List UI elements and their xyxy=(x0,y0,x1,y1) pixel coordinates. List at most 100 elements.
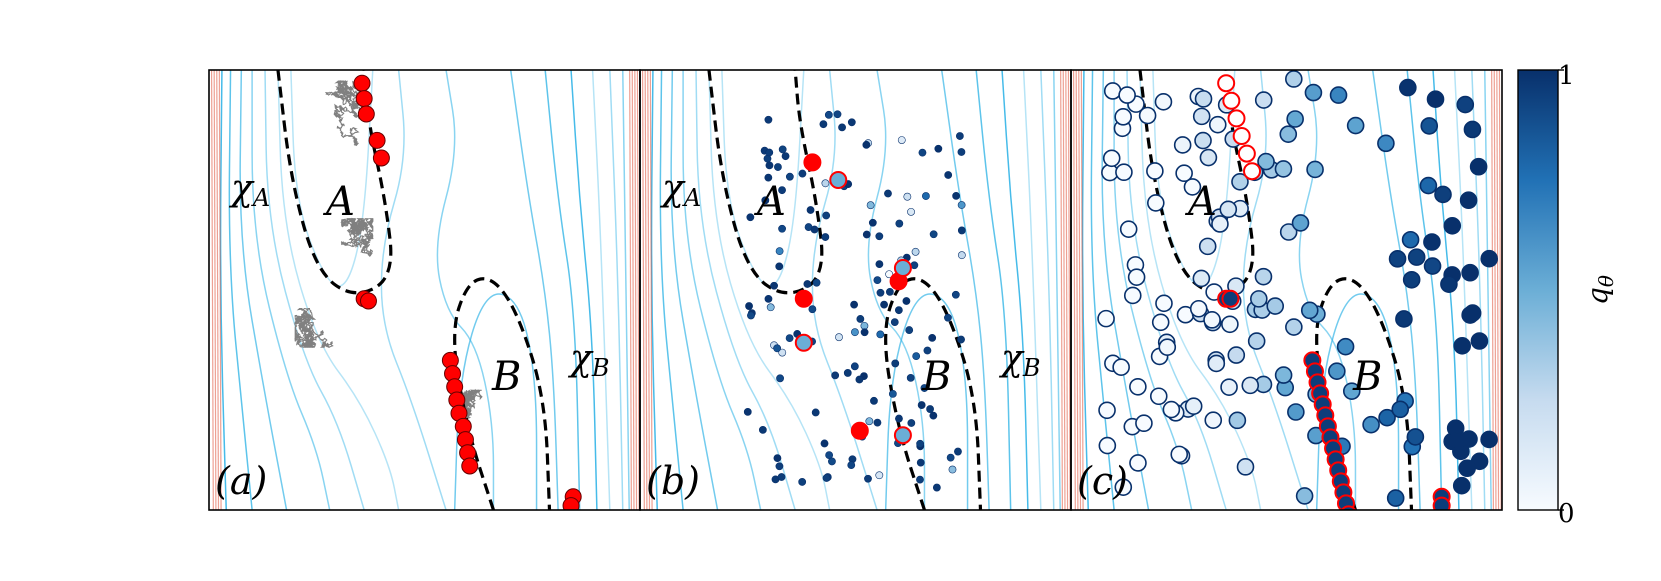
crossing-marker xyxy=(794,289,813,308)
sample-point xyxy=(1291,214,1310,232)
sample-point xyxy=(1448,432,1466,450)
markers-c xyxy=(1097,70,1499,510)
sample-point xyxy=(1407,248,1426,266)
sample-point xyxy=(1388,250,1407,268)
contour-line xyxy=(228,70,253,510)
crossing-marker xyxy=(1243,162,1262,181)
contour-line xyxy=(509,70,559,510)
sample-point xyxy=(835,333,843,342)
markers-b xyxy=(743,110,966,492)
panel-a-label-A: A xyxy=(322,179,355,225)
sample-point xyxy=(951,290,960,299)
sample-point xyxy=(917,401,926,409)
sample-point xyxy=(922,192,930,200)
sample-point xyxy=(860,328,869,337)
sample-point xyxy=(916,458,925,467)
sample-point xyxy=(1162,400,1181,419)
sample-point xyxy=(876,330,885,339)
sample-point xyxy=(1170,445,1189,464)
sample-point xyxy=(954,447,962,456)
sample-point xyxy=(761,196,770,205)
panel-b-label-chiA: χA xyxy=(659,168,701,212)
sample-point xyxy=(1469,157,1488,176)
contour-line-warm xyxy=(634,70,638,510)
contour-line xyxy=(670,70,719,510)
sample-point xyxy=(1123,286,1142,305)
sample-point xyxy=(1203,311,1221,329)
contour-line xyxy=(884,293,969,510)
sample-point xyxy=(1192,107,1211,126)
sample-point xyxy=(888,389,897,398)
sample-point xyxy=(911,247,920,256)
panel-b-label-chiB: χB xyxy=(998,338,1040,382)
sample-point xyxy=(952,191,961,200)
sample-point xyxy=(1155,294,1173,313)
crossing-marker xyxy=(1222,91,1241,110)
sample-point xyxy=(1119,220,1138,238)
sample-point xyxy=(1102,149,1121,168)
sample-point xyxy=(929,230,938,239)
sample-point xyxy=(906,373,915,382)
contour-line-warm xyxy=(644,70,648,510)
sample-point xyxy=(885,270,894,279)
sample-point xyxy=(912,352,921,361)
crossing-marker xyxy=(1221,289,1240,308)
crossing-marker xyxy=(353,74,371,92)
sample-point xyxy=(1194,131,1212,150)
sample-point xyxy=(1329,86,1348,104)
contour-line-warm xyxy=(1496,70,1500,510)
sample-point xyxy=(1342,382,1361,400)
sample-point xyxy=(1115,163,1133,182)
sample-point xyxy=(1461,263,1479,282)
sample-point xyxy=(895,414,903,423)
sample-point xyxy=(764,294,773,303)
sample-point xyxy=(1198,237,1217,256)
sample-point xyxy=(778,145,787,154)
sample-point xyxy=(810,225,819,234)
sample-point xyxy=(1114,108,1132,126)
crossing-marker xyxy=(1217,74,1236,93)
crossing-marker xyxy=(803,153,822,172)
sample-point xyxy=(894,306,903,315)
sample-point xyxy=(1135,414,1153,433)
sample-point xyxy=(828,457,836,466)
sample-point xyxy=(1192,269,1211,288)
sample-point xyxy=(880,300,888,309)
sample-point xyxy=(1231,172,1249,191)
sample-point xyxy=(1279,125,1298,143)
sample-point xyxy=(1458,459,1476,478)
sample-point xyxy=(1285,318,1303,336)
sample-point xyxy=(1419,176,1438,195)
sample-point xyxy=(1401,230,1420,249)
sample-point xyxy=(1199,148,1218,167)
contour-line-warm xyxy=(1060,70,1063,510)
sample-point xyxy=(1149,387,1168,406)
sample-point xyxy=(821,233,830,241)
sample-point xyxy=(1304,83,1323,102)
contour-line xyxy=(940,70,990,510)
contour-line xyxy=(1315,293,1400,510)
sample-point xyxy=(745,302,753,310)
sample-point xyxy=(1287,403,1305,421)
sample-point xyxy=(907,419,916,427)
contour-line xyxy=(380,70,447,510)
sample-point xyxy=(1154,93,1173,111)
sample-point xyxy=(932,483,941,492)
sample-point xyxy=(1443,216,1462,235)
sample-point xyxy=(781,152,790,161)
sample-point xyxy=(1227,346,1246,364)
sample-point xyxy=(1399,78,1417,97)
crossing-marker xyxy=(1237,144,1256,163)
sample-point xyxy=(876,288,885,297)
panel-c-label-B: B xyxy=(1352,354,1382,400)
sample-point xyxy=(862,140,871,149)
sample-point xyxy=(1114,478,1133,496)
contour-line-warm xyxy=(216,70,220,510)
sample-point xyxy=(1402,270,1421,289)
sample-point xyxy=(1250,290,1268,308)
sample-point xyxy=(905,326,914,334)
panel-c: A B (c) xyxy=(1070,69,1503,511)
sample-point xyxy=(1423,233,1441,251)
contour-line xyxy=(682,70,762,510)
panel-a-tag: (a) xyxy=(215,459,267,503)
